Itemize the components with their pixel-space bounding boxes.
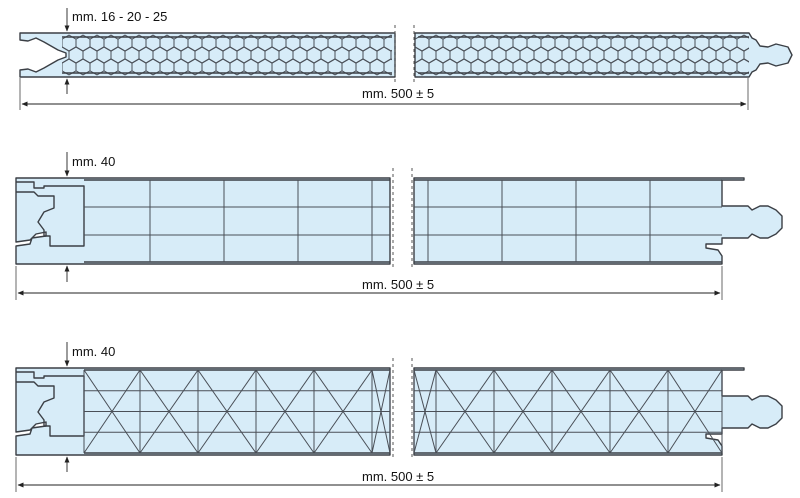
panel3-thickness-label: mm. 40 bbox=[72, 344, 115, 359]
honeycomb-cell bbox=[398, 59, 412, 75]
truss-diagonal bbox=[83, 410, 141, 454]
honeycomb-cell bbox=[398, 35, 412, 51]
panel3-width-label: mm. 500 ± 5 bbox=[362, 469, 434, 484]
honeycomb-cell bbox=[415, 38, 416, 48]
truss-diagonal bbox=[493, 410, 553, 454]
truss-diagonal bbox=[255, 410, 315, 454]
panel-honeycomb: mm. 16 - 20 - 25 mm. 500 ± 5 bbox=[19, 8, 793, 110]
truss-diagonal bbox=[551, 410, 611, 454]
truss-diagonal bbox=[313, 410, 373, 454]
panel2-left-groove bbox=[16, 181, 85, 247]
panel2-width-label: mm. 500 ± 5 bbox=[362, 277, 434, 292]
panel2-right-body bbox=[413, 177, 783, 265]
truss-diagonal bbox=[371, 411, 391, 454]
panel-triangular: mm. 40 mm. 500 ± 5 bbox=[15, 342, 783, 492]
rectangular-cells bbox=[84, 179, 722, 263]
honeycomb-cell bbox=[383, 58, 392, 76]
honeycomb-cell bbox=[736, 58, 749, 76]
triangular-cells bbox=[83, 369, 723, 454]
panel1-thickness-label: mm. 16 - 20 - 25 bbox=[72, 9, 167, 24]
truss-diagonal bbox=[435, 410, 495, 454]
honeycomb-cells-left bbox=[62, 34, 412, 76]
panel3-left-groove bbox=[16, 371, 85, 437]
honeycomb-cell bbox=[415, 62, 416, 72]
truss-diagonal bbox=[667, 410, 723, 454]
truss-diagonal bbox=[609, 410, 669, 454]
panel-rectangular: mm. 40 mm. 500 ± 5 bbox=[15, 152, 783, 300]
honeycomb-cells-right bbox=[415, 34, 749, 76]
truss-diagonal bbox=[139, 410, 199, 454]
truss-diagonal bbox=[413, 409, 437, 454]
panel1-width-label: mm. 500 ± 5 bbox=[362, 86, 434, 101]
panel2-thickness-label: mm. 40 bbox=[72, 154, 115, 169]
panel2-left-body bbox=[15, 177, 391, 265]
truss-diagonal bbox=[197, 410, 257, 454]
panel1-left-body bbox=[19, 32, 396, 78]
